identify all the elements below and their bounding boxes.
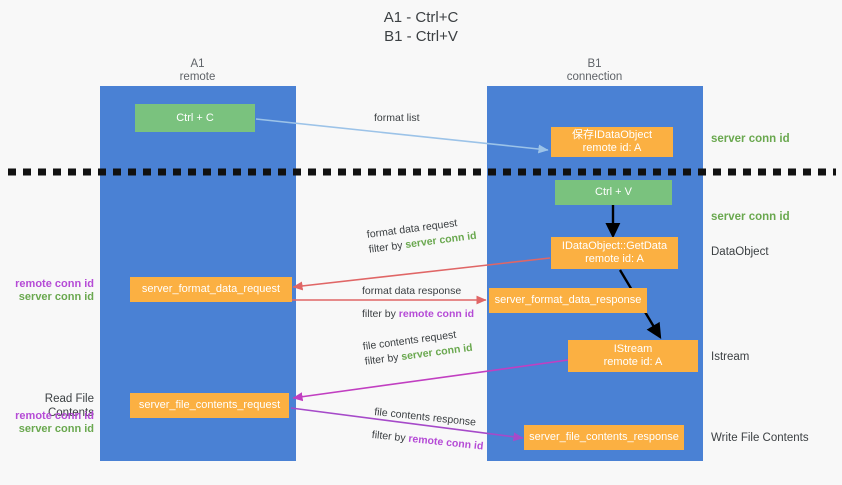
right-label-server-conn-id-mid: server conn id — [711, 211, 790, 223]
box-save-idataobject[interactable]: 保存IDataObject remote id: A — [551, 127, 673, 157]
edge-label-file-contents-request: file contents request filter by server c… — [362, 326, 474, 370]
box-ctrl-c-label: Ctrl + C — [176, 111, 214, 124]
box-server-file-contents-request-label: server_file_contents_request — [138, 399, 281, 411]
box-getdata-line1: IDataObject::GetData — [561, 240, 668, 252]
filter-key-remote-conn-id: remote conn id — [398, 308, 475, 320]
edge-label-format-list-text: format list — [374, 112, 420, 124]
box-ctrl-v-label: Ctrl + V — [595, 186, 632, 198]
box-getdata-line2: remote id: A — [585, 253, 644, 265]
box-server-format-data-request-label: server_format_data_request — [141, 283, 281, 295]
left-label-read-file-contents: Read File Contents — [44, 393, 94, 419]
edge-label-format-data-response-filter: filter by remote conn id — [362, 307, 474, 322]
left-label-server-conn-id-1: server conn id — [18, 291, 94, 303]
edge-label-format-data-response: format data response filter by remote co… — [362, 284, 474, 322]
edge-label-format-data-response-title: format data response — [362, 285, 462, 297]
right-label-server-conn-id-top: server conn id — [711, 133, 790, 145]
box-istream[interactable]: IStream remote id: A — [568, 340, 698, 372]
lane-header-b1: B1 connection — [487, 58, 702, 84]
right-label-dataobject: DataObject — [711, 246, 769, 258]
edge-label-file-contents-response-filter: filter by remote conn id — [371, 428, 484, 455]
edge-label-file-contents-response-title: file contents response — [373, 405, 477, 429]
box-server-file-contents-response-label: server_file_contents_response — [529, 431, 679, 443]
title-line-1: A1 - Ctrl+C — [383, 9, 459, 26]
left-label-remote-conn-id-2: remote conn id — [15, 410, 94, 422]
title-line-2: B1 - Ctrl+V — [384, 28, 458, 45]
box-ctrl-v[interactable]: Ctrl + V — [555, 180, 672, 205]
filter-prefix: filter by — [368, 239, 407, 256]
box-istream-line1: IStream — [613, 343, 653, 355]
filter-prefix: filter by — [364, 351, 403, 368]
left-label-server-conn-id-2: server conn id — [18, 423, 94, 435]
edge-label-file-contents-response: file contents response filter by remote … — [371, 405, 486, 455]
lane-header-a1-name: A1 — [190, 58, 205, 70]
box-server-format-data-response-label: server_format_data_response — [494, 294, 642, 306]
filter-key-remote-conn-id: remote conn id — [407, 432, 484, 453]
box-ctrl-c[interactable]: Ctrl + C — [135, 104, 255, 132]
box-istream-line2: remote id: A — [603, 356, 663, 368]
page-title: A1 - Ctrl+C B1 - Ctrl+V — [0, 8, 842, 46]
box-server-file-contents-request[interactable]: server_file_contents_request — [130, 393, 289, 418]
left-label-conn-pair-1: remote conn id server conn id — [0, 278, 94, 304]
filter-prefix: filter by — [362, 308, 399, 320]
lane-header-a1: A1 remote — [100, 58, 295, 84]
box-save-idataobject-line1: 保存IDataObject — [571, 129, 653, 141]
edge-label-format-data-request: format data request filter by server con… — [366, 214, 478, 258]
edge-label-format-list: format list — [374, 111, 420, 126]
left-label-remote-conn-id-1: remote conn id — [15, 278, 94, 290]
box-server-format-data-response[interactable]: server_format_data_response — [489, 288, 647, 313]
box-server-format-data-request[interactable]: server_format_data_request — [130, 277, 292, 302]
box-getdata[interactable]: IDataObject::GetData remote id: A — [551, 237, 678, 269]
right-label-write-file-contents: Write File Contents — [711, 432, 809, 444]
left-label-conn-pair-2: remote conn id server conn id — [0, 410, 94, 436]
lane-header-b1-name: B1 — [587, 58, 602, 70]
lane-header-b1-sub: connection — [566, 71, 623, 83]
box-server-file-contents-response[interactable]: server_file_contents_response — [524, 425, 684, 450]
right-label-istream: Istream — [711, 351, 750, 363]
filter-prefix: filter by — [371, 428, 410, 445]
lane-header-a1-sub: remote — [179, 71, 216, 83]
box-save-idataobject-line2: remote id: A — [582, 142, 642, 154]
